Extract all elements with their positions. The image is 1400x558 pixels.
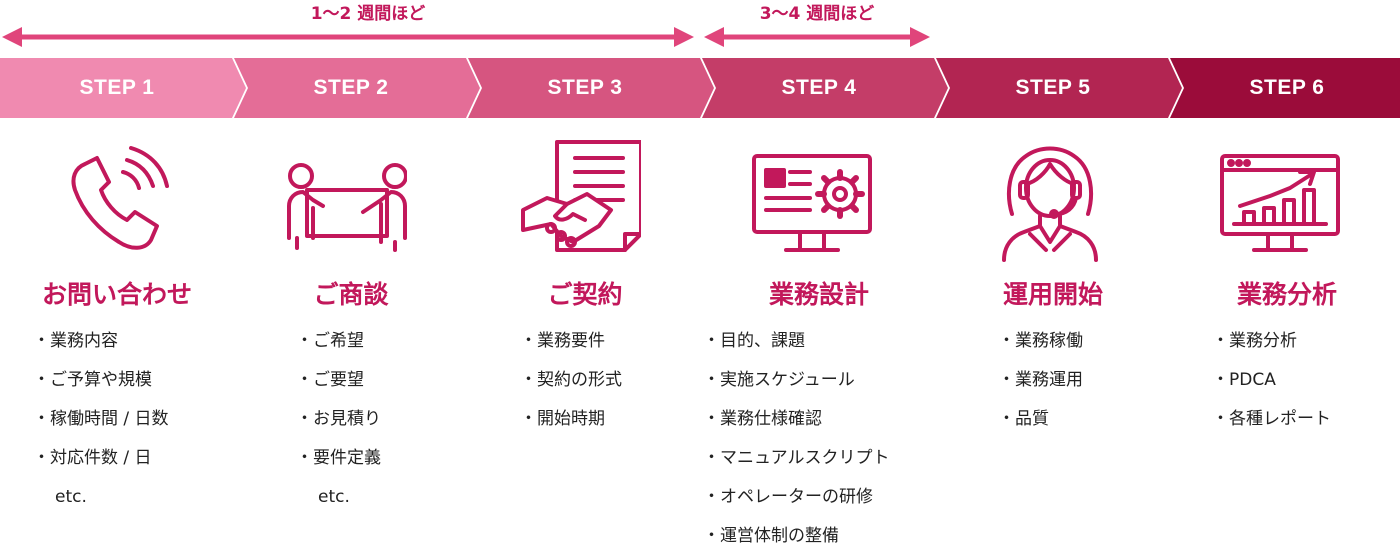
list-item: ・業務運用	[998, 370, 1083, 390]
step-3-label: STEP 3	[547, 76, 623, 99]
step-4-chevron	[702, 58, 948, 118]
step-6-label: STEP 6	[1249, 76, 1325, 99]
step-1-title: お問い合わせ	[41, 280, 192, 309]
duration-label-2: 3〜4 週間ほど	[759, 4, 875, 24]
list-item: ・ご希望	[296, 331, 364, 351]
step-2-label: STEP 2	[313, 76, 389, 99]
etc-note: etc.	[318, 487, 350, 507]
list-item: ・実施スケジュール	[703, 370, 855, 390]
step-1-chevron	[0, 58, 246, 118]
step-3-items: ・業務要件 ・契約の形式 ・開始時期	[520, 324, 622, 441]
step-2-items: ・ご希望 ・ご要望 ・お見積り ・要件定義 etc.	[296, 324, 381, 519]
list-item: ・ご要望	[296, 370, 364, 390]
list-item: ・業務稼働	[998, 331, 1083, 351]
step-5-label: STEP 5	[1015, 76, 1091, 99]
list-item: ・業務分析	[1212, 331, 1297, 351]
step-5-title: 運用開始	[1002, 280, 1103, 309]
step-4-label: STEP 4	[781, 76, 857, 99]
monitor-gear-icon	[752, 138, 872, 268]
step-chevron-bar	[0, 58, 1400, 118]
etc-note: etc.	[55, 487, 87, 507]
list-item: ・業務内容	[33, 331, 118, 351]
duration-arrow-2	[704, 27, 930, 47]
list-item: ・品質	[998, 409, 1049, 429]
list-item: ・お見積り	[296, 409, 381, 429]
list-item: ・目的、課題	[703, 331, 805, 351]
step-6-chevron	[1170, 58, 1400, 118]
step-1-items: ・業務内容 ・ご予算や規模 ・稼働時間 / 日数 ・対応件数 / 日 etc.	[33, 324, 169, 519]
list-item: ・運営体制の整備	[703, 526, 839, 546]
list-item: ・マニュアルスクリプト	[703, 448, 890, 468]
phone-icon	[57, 138, 177, 268]
step-3-chevron	[468, 58, 714, 118]
list-item: ・契約の形式	[520, 370, 622, 390]
step-3-title: ご契約	[547, 280, 623, 309]
list-item: ・対応件数 / 日	[33, 448, 152, 468]
step-4-title: 業務設計	[768, 280, 869, 309]
step-6-title: 業務分析	[1236, 280, 1337, 309]
step-6-items: ・業務分析 ・PDCA ・各種レポート	[1212, 324, 1331, 441]
meeting-icon	[287, 138, 407, 268]
duration-arrow-1	[2, 27, 694, 47]
list-item: ・各種レポート	[1212, 409, 1331, 429]
contract-handshake-icon	[521, 138, 641, 268]
list-item: ・開始時期	[520, 409, 605, 429]
list-item: ・要件定義	[296, 448, 381, 468]
step-2-chevron	[234, 58, 480, 118]
list-item: ・業務仕様確認	[703, 409, 822, 429]
list-item: ・稼働時間 / 日数	[33, 409, 169, 429]
operator-headset-icon	[990, 138, 1110, 268]
list-item: ・業務要件	[520, 331, 605, 351]
list-item: ・PDCA	[1212, 370, 1276, 390]
duration-arrows	[2, 27, 930, 47]
duration-label-1: 1〜2 週間ほど	[310, 4, 426, 24]
list-item: ・オペレーターの研修	[703, 487, 873, 507]
analytics-chart-icon	[1220, 138, 1340, 268]
list-item: ・ご予算や規模	[33, 370, 152, 390]
step-5-chevron	[936, 58, 1182, 118]
step-1-label: STEP 1	[79, 76, 155, 99]
step-5-items: ・業務稼働 ・業務運用 ・品質	[998, 324, 1083, 441]
duration-row: 1〜2 週間ほど 3〜4 週間ほど	[0, 0, 1400, 56]
step-4-items: ・目的、課題 ・実施スケジュール ・業務仕様確認 ・マニュアルスクリプト ・オペ…	[703, 324, 890, 558]
step-2-title: ご商談	[313, 280, 389, 309]
